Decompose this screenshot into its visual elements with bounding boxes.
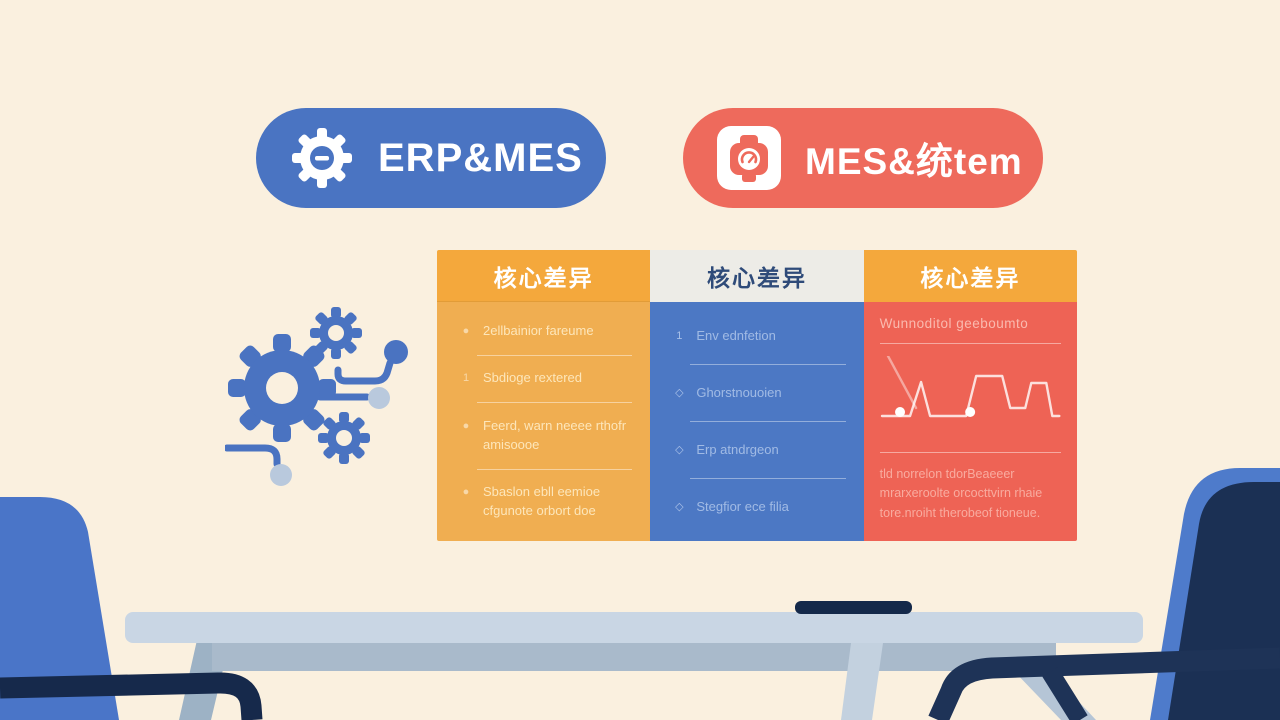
circuit-node-solid [384,340,408,364]
badge-erp-mes-label: ERP&MES [378,135,583,180]
waveform-dot [964,407,975,417]
badge-erp-mes: ERP&MES [256,108,606,208]
bullet-icon: ● [462,486,470,499]
badge-mes-system-label: MES&统tem [805,141,1023,182]
list-item: ◇ Erp atndrgeon [650,439,863,462]
number-marker: 1 [676,329,683,342]
diamond-icon: ◇ [675,443,684,456]
chair-right-edge [1150,468,1280,720]
desk-leg-left [179,640,230,720]
list-item-text: Sbdioge rextered [483,370,583,386]
divider [879,343,1061,344]
list-item-text: Ghorstnouoien [696,384,782,400]
tablet-on-desk [795,601,912,614]
divider [477,468,633,470]
diamond-icon: ◇ [675,386,684,399]
list-item-text: Env ednfetion [696,327,776,343]
armrest-right-strut [1042,667,1088,720]
desk-top [125,612,1143,643]
diamond-icon: ◇ [675,500,684,513]
column-mes-body: 1 Env ednfetion ◇ Ghorstnouoien ◇ Erp at… [650,302,864,541]
list-item: ● Sbaslon ebll eemioe cfgunote orbort do… [437,481,650,523]
divider [879,452,1061,453]
gear-large [228,334,336,442]
chair-left [0,497,119,720]
list-item: ◇ Stegfior ece filia [650,496,863,519]
desk-leg-right [1014,671,1096,720]
column-difference-body: Wunnoditol geeboumto tld norrelon tdorBe… [863,302,1077,541]
column-difference-header: 核心差异 [863,250,1077,302]
divider [690,364,846,365]
column-erp: 核心差异 ● 2ellbainior fareume 1 Sbdioge rex… [437,250,651,541]
armrest-right [928,647,1280,720]
column-mes-header: 核心差异 [650,250,864,302]
armrest-left [0,672,263,720]
gear-small-top [310,307,362,359]
chair-right [1168,482,1280,720]
list-item: 1 Env ednfetion [650,325,863,348]
column-erp-header: 核心差异 [437,250,651,302]
list-item: ● Feerd, warn neeee rthofr amisoooe [437,415,650,457]
desk-underside [212,643,1056,671]
panel-title: Wunnoditol geeboumto [879,316,1029,331]
badge-mes-system: MES&统tem [683,108,1043,208]
list-item-text: Sbaslon ebll eemioe cfgunote orbort doe [483,484,601,519]
list-item-text: Feerd, warn neeee rthofr amisoooe [483,417,627,452]
divider [477,354,633,356]
bullet-icon: ● [462,419,470,432]
panel-paragraph: tld norrelon tdorBeaeeer mrarxeroolte or… [879,467,1043,520]
waveform-line [880,374,1061,418]
waveform-dot [894,407,905,417]
camera-gauge-icon [717,126,781,190]
bullet-icon: 1 [462,372,470,385]
divider [690,478,846,479]
comparison-table: 核心差异 ● 2ellbainior fareume 1 Sbdioge rex… [437,250,1077,541]
bullet-icon: ● [462,324,470,337]
desk-leg-center [841,643,883,720]
list-item-text: Erp atndrgeon [696,441,779,457]
circuit-node-light-bottom [270,464,292,486]
list-item: ◇ Ghorstnouoien [650,382,863,405]
list-item: ● 2ellbainior fareume [437,320,650,343]
list-item-text: Stegfior ece filia [696,498,789,514]
column-mes: 核心差异 1 Env ednfetion ◇ Ghorstnouoien ◇ E… [650,250,864,541]
column-difference: 核心差异 Wunnoditol geeboumto tld norrelon t… [863,250,1077,541]
divider [477,402,633,404]
list-item-text: 2ellbainior fareume [483,322,594,338]
waveform-chart [880,356,1061,418]
list-item: 1 Sbdioge rextered [437,367,650,390]
circuit-node-light-mid [368,387,390,409]
circuit-line-top [334,359,394,385]
waveform-diagonal [886,356,917,410]
divider [690,421,846,422]
column-erp-body: ● 2ellbainior fareume 1 Sbdioge rextered… [437,302,651,541]
gears-illustration [225,307,408,486]
gear-small-bottom [318,412,370,464]
circuit-line-bottom [225,444,281,468]
gear-minus-icon [292,128,352,188]
